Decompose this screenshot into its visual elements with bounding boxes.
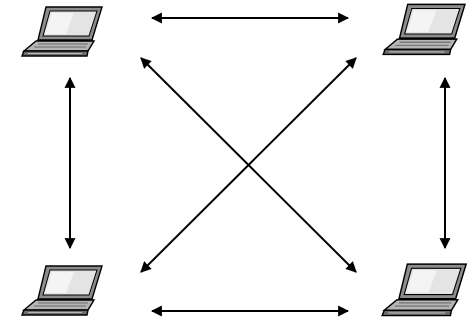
laptop-icon — [381, 263, 467, 317]
laptop-icon — [21, 265, 103, 316]
link-diagonal-tr-bl — [140, 57, 357, 273]
laptop-icon — [382, 3, 466, 56]
laptop-icon — [21, 6, 103, 57]
